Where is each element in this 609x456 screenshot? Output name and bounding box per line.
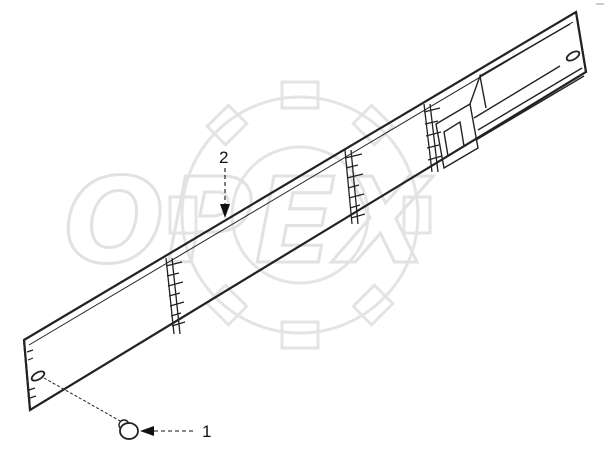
scale-ticks-group-c xyxy=(423,103,443,173)
callout-1: 1 xyxy=(140,422,211,441)
callout-2: 2 xyxy=(219,148,230,218)
callout-2-label: 2 xyxy=(219,148,228,167)
watermark-gear-icon xyxy=(168,80,432,350)
callout-2-arrowhead xyxy=(220,204,230,218)
mounting-slot-left xyxy=(30,370,46,382)
ruler-right-end xyxy=(575,11,587,73)
watermark: OPEX xyxy=(63,80,433,350)
ruler-strip xyxy=(22,10,588,412)
scale-ticks-left-end xyxy=(26,349,37,399)
callout-1-arrowhead xyxy=(140,426,154,436)
rivet-leader-line xyxy=(43,377,123,423)
rivet-head xyxy=(119,422,139,440)
ruler-top-bevel xyxy=(28,21,574,346)
scale-ticks-group-b xyxy=(344,149,366,225)
slide-guide xyxy=(435,23,585,170)
scale-ticks-group-a xyxy=(165,257,186,335)
callout-1-label: 1 xyxy=(202,422,211,441)
ruler-left-end xyxy=(23,339,31,411)
rivet-part xyxy=(43,377,139,440)
watermark-text: OPEX xyxy=(64,152,433,290)
mounting-slot-right xyxy=(565,50,581,62)
